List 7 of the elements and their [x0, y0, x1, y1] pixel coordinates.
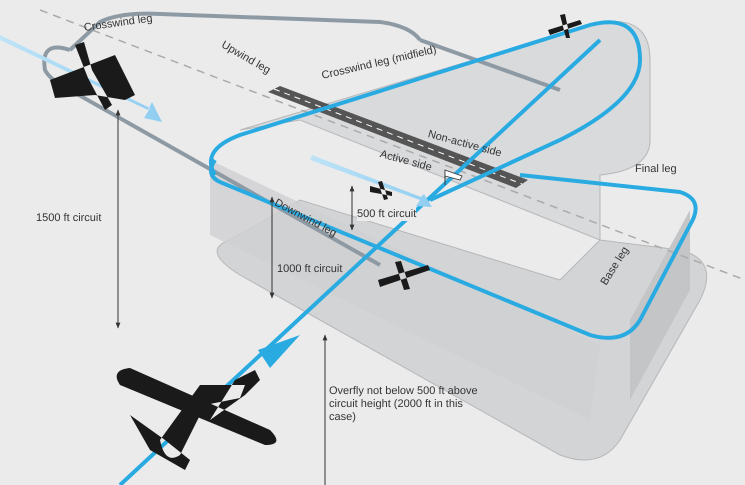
leg-label: 500 ft circuit [357, 208, 416, 221]
leg-label: 1500 ft circuit [36, 212, 102, 225]
leg-label: Final leg [635, 163, 677, 176]
leg-label: Crosswind leg [83, 12, 154, 35]
leg-label: 1000 ft circuit [277, 263, 342, 276]
leg-label: Overfly not below 500 ft above circuit height (2000 ft in this case) [329, 385, 479, 424]
leg-label: Active side [378, 148, 434, 175]
